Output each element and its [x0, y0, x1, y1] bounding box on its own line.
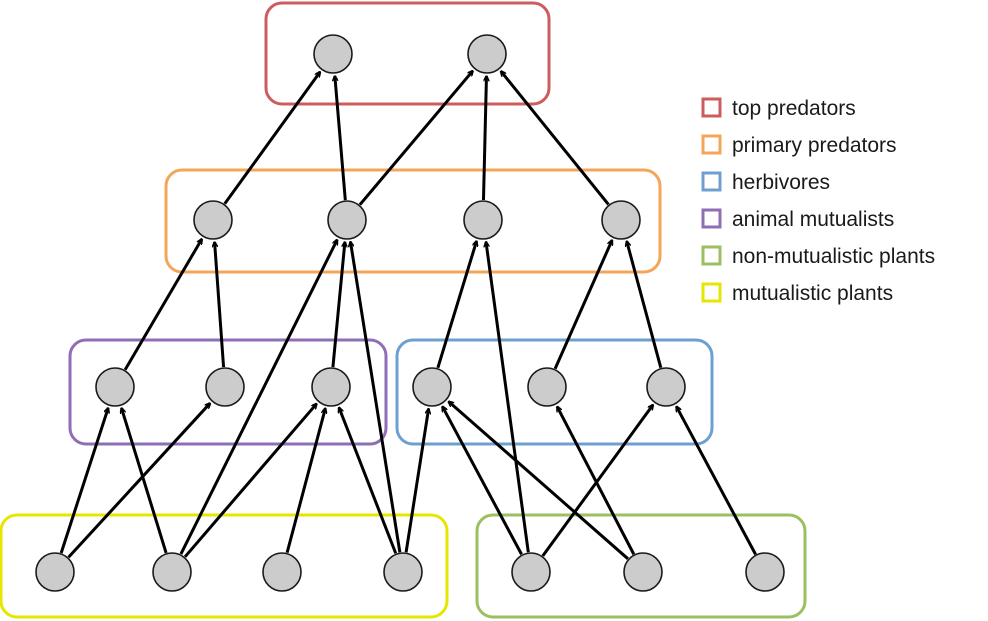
legend-swatch-animal: [701, 208, 722, 229]
link-p1-to-t1: [223, 72, 320, 205]
species-node-t2: [467, 34, 507, 74]
link-m2-to-p2: [179, 240, 339, 555]
legend-label-primary: primary predators: [732, 134, 897, 157]
link-h1-to-p3: [436, 241, 477, 369]
link-p2-to-t2: [358, 71, 473, 206]
group-box-primary: [164, 168, 662, 274]
group-boxes: [0, 1, 807, 619]
legend-label-herbivores: herbivores: [732, 171, 830, 194]
legend-swatch-herbivores: [701, 171, 722, 192]
link-n2-to-h2: [555, 407, 636, 555]
species-node-m3: [262, 552, 302, 592]
link-a3-to-p2: [331, 242, 345, 368]
link-p3-to-t2: [481, 76, 486, 201]
legend-swatch-mut: [701, 282, 722, 303]
link-p2-to-t1: [335, 76, 347, 201]
legend: top predators primary predators herbivores…: [701, 97, 935, 305]
legend-swatch-primary: [701, 134, 722, 155]
link-m1-to-a2: [67, 403, 211, 559]
link-h3-to-p4: [627, 241, 663, 369]
species-nodes: [35, 34, 785, 592]
species-node-p2: [327, 200, 367, 240]
link-m4-to-a3: [339, 408, 398, 554]
link-n1-to-h1: [441, 406, 523, 556]
link-n1-to-h3: [541, 405, 653, 557]
link-p4-to-t2: [501, 71, 610, 206]
group-box-nonmut: [475, 513, 807, 619]
group-box-mut: [0, 513, 449, 619]
species-node-a1: [95, 367, 135, 407]
species-node-t1: [313, 34, 353, 74]
feeding-links: [59, 71, 757, 560]
legend-label-top: top predators: [732, 97, 856, 120]
species-node-p1: [193, 200, 233, 240]
link-m4-to-p2: [350, 242, 402, 553]
link-n3-to-h3: [675, 406, 757, 556]
link-a1-to-p1: [123, 239, 204, 371]
link-m3-to-a3: [285, 408, 325, 554]
link-a2-to-p1: [215, 242, 226, 368]
group-box-top: [264, 1, 551, 106]
link-h2-to-p4: [553, 240, 614, 370]
link-n2-to-h1: [449, 402, 629, 560]
link-m4-to-h1: [404, 409, 428, 553]
legend-swatch-nonmut: [701, 245, 722, 266]
species-node-a2: [205, 367, 245, 407]
legend-swatch-top: [701, 97, 722, 118]
species-node-n1: [511, 552, 551, 592]
species-node-p3: [463, 200, 503, 240]
species-node-m4: [383, 552, 423, 592]
legend-label-animal: animal mutualists: [732, 208, 894, 231]
species-node-h2: [527, 367, 567, 407]
species-node-n3: [745, 552, 785, 592]
link-m2-to-a3: [183, 404, 317, 558]
species-node-h1: [412, 367, 452, 407]
species-node-m1: [35, 552, 75, 592]
link-m1-to-a1: [59, 408, 108, 554]
species-node-h3: [646, 367, 686, 407]
group-box-herbivores: [395, 338, 714, 446]
group-box-animal: [68, 338, 388, 446]
legend-label-nonmut: non-mutualistic plants: [732, 245, 935, 268]
species-node-n2: [623, 552, 663, 592]
species-node-p4: [601, 200, 641, 240]
species-node-m2: [152, 552, 192, 592]
legend-label-mut: mutualistic plants: [732, 282, 893, 305]
species-node-a3: [311, 367, 351, 407]
link-m2-to-a1: [121, 408, 168, 554]
link-n1-to-p3: [486, 242, 530, 553]
